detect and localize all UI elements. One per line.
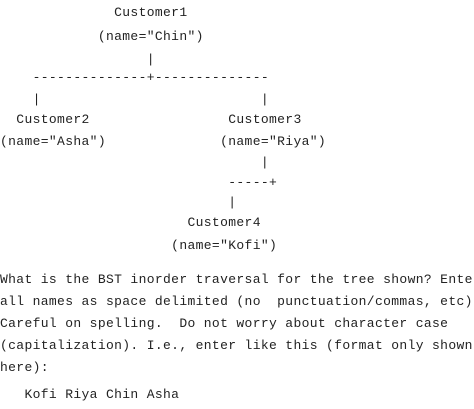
question-line: (capitalization). I.e., enter like this … [0,338,473,353]
tree-node-customer4-label: Customer4 [0,215,261,230]
question-line: What is the BST inorder traversal for th… [0,272,474,287]
question-line: all names as space delimited (no punctua… [0,294,474,309]
tree-node-customer2-customer3-labels: Customer2 Customer3 [0,112,302,127]
example-answer: Kofi Riya Chin Asha [0,387,180,402]
tree-connector-customer4: | [0,195,237,210]
tree-branch-customer3: -----+ [0,175,278,190]
question-line: Careful on spelling. Do not worry about … [0,316,449,331]
tree-node-customer1-label: Customer1 [0,5,188,20]
question-line: here): [0,360,49,375]
tree-connector-level1: | | [0,92,269,107]
tree-connector-customer3: | [0,155,269,170]
tree-node-asha-riya-names: (name="Asha") (name="Riya") [0,134,327,149]
tree-connector-root: | [0,52,155,67]
tree-branch-root: --------------+-------------- [0,70,269,85]
tree-node-customer1-name: (name="Chin") [0,29,204,44]
tree-node-customer4-name: (name="Kofi") [0,238,278,253]
